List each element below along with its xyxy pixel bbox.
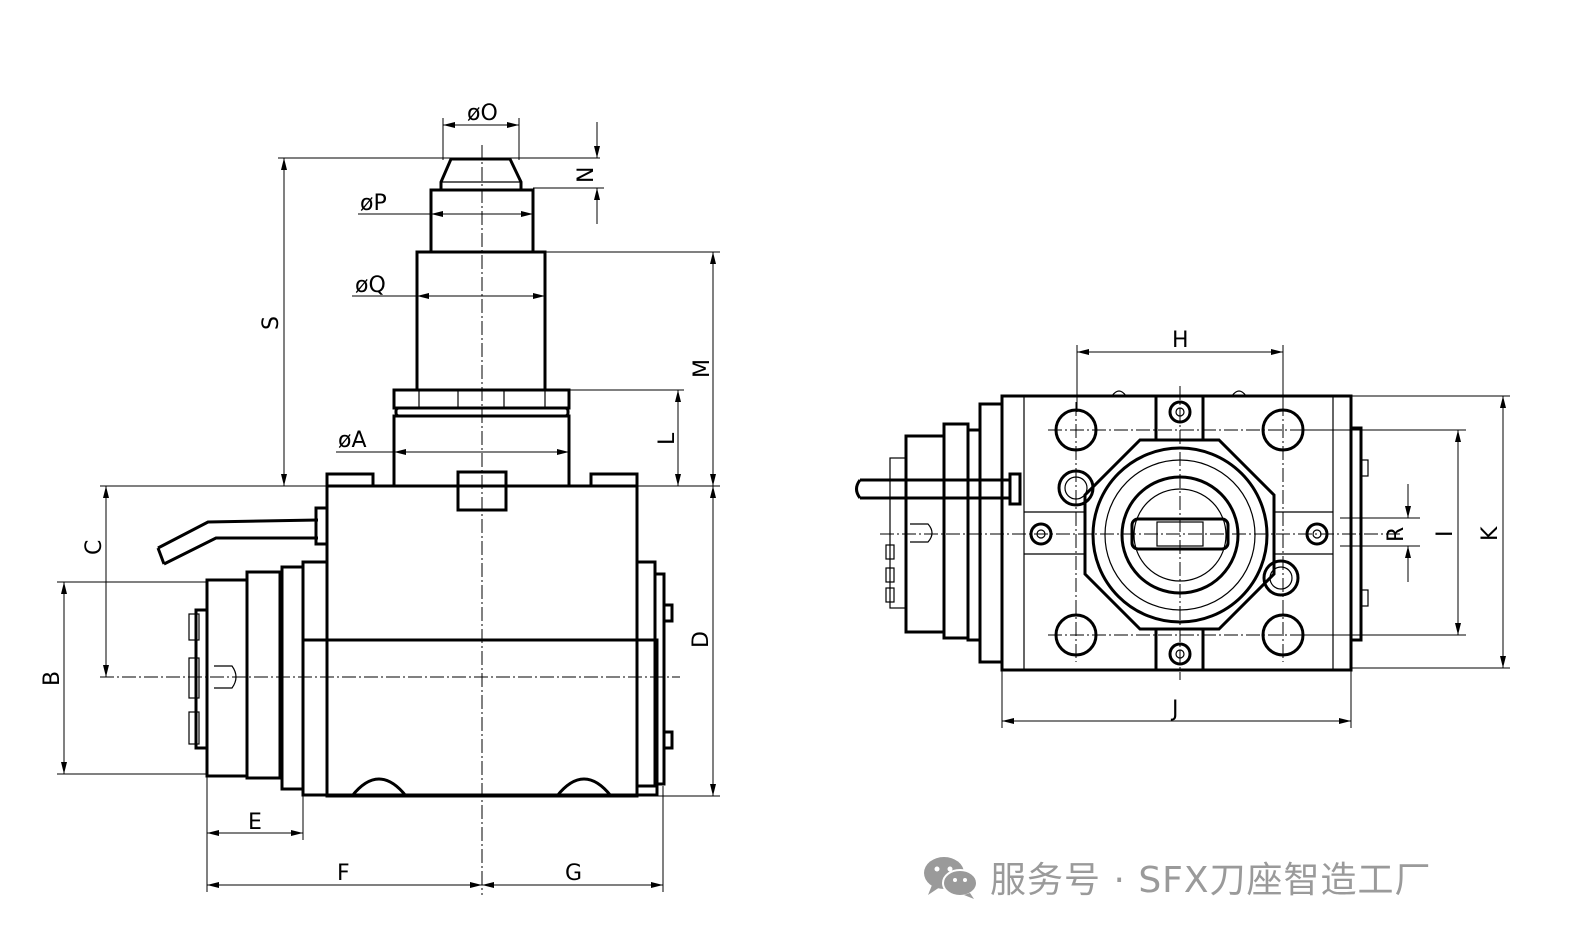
right-flange xyxy=(635,560,657,788)
end-left-plate-1 xyxy=(978,402,1004,664)
side-view: øO øP øQ øA S N M L C B D E F G xyxy=(40,101,720,895)
watermark-text: 服务号 · SFX刀座智造工厂 xyxy=(990,860,1432,901)
left-step-2 xyxy=(280,565,305,791)
left-step-1 xyxy=(301,560,329,642)
bottom-oval-right xyxy=(555,777,613,797)
spindle-tip xyxy=(439,157,523,192)
coolant-pipe-end xyxy=(156,547,166,565)
dim-label-o: øO xyxy=(467,101,498,126)
dim-label-g: G xyxy=(565,861,582,886)
spindle-q xyxy=(415,250,547,392)
right-bolt-bottom xyxy=(662,730,674,750)
dim-label-l: L xyxy=(655,432,680,445)
dim-label-j: J xyxy=(1170,697,1179,722)
dim-label-h: H xyxy=(1172,328,1189,353)
right-bolt-top xyxy=(662,603,674,623)
dim-label-s: S xyxy=(259,316,284,330)
dim-label-c: C xyxy=(82,540,107,555)
top-rail-right xyxy=(589,472,639,488)
dim-label-n: N xyxy=(574,167,599,183)
dim-label-b: B xyxy=(40,671,65,686)
dim-label-k: K xyxy=(1478,526,1503,541)
left-step-4 xyxy=(205,578,249,778)
end-left-plate-2 xyxy=(966,428,982,642)
top-rail-left xyxy=(325,472,375,488)
dim-label-q: øQ xyxy=(355,273,386,298)
dim-label-e: E xyxy=(248,810,262,835)
end-left-plate-3 xyxy=(942,422,970,640)
dim-label-d: D xyxy=(689,631,714,648)
left-notch-1 xyxy=(188,613,200,641)
dim-label-f: F xyxy=(337,861,350,886)
end-pipe-collar xyxy=(1008,472,1022,506)
right-flange-outer xyxy=(653,572,666,786)
end-view: H J K I R xyxy=(855,328,1510,728)
dim-label-p: øP xyxy=(360,191,387,216)
end-coolant-pipe xyxy=(855,478,1010,500)
dowel-right xyxy=(1262,559,1300,597)
dim-label-r: R xyxy=(1384,527,1409,542)
watermark: 服务号 · SFX刀座智造工厂 xyxy=(922,852,1432,902)
left-step-3 xyxy=(245,570,282,780)
left-notch-2 xyxy=(188,657,200,699)
dim-label-a: øA xyxy=(338,428,367,453)
left-notch-3 xyxy=(188,711,200,745)
housing-front-plate xyxy=(301,638,659,797)
dim-label-i: I xyxy=(1433,531,1458,538)
coolant-pipe xyxy=(157,518,319,566)
left-step-5 xyxy=(194,608,209,750)
wechat-icon xyxy=(924,857,978,899)
dim-label-m: M xyxy=(690,359,715,378)
end-left-pin xyxy=(910,523,933,543)
pipe-collar xyxy=(314,506,329,546)
bottom-oval-left xyxy=(350,777,408,797)
